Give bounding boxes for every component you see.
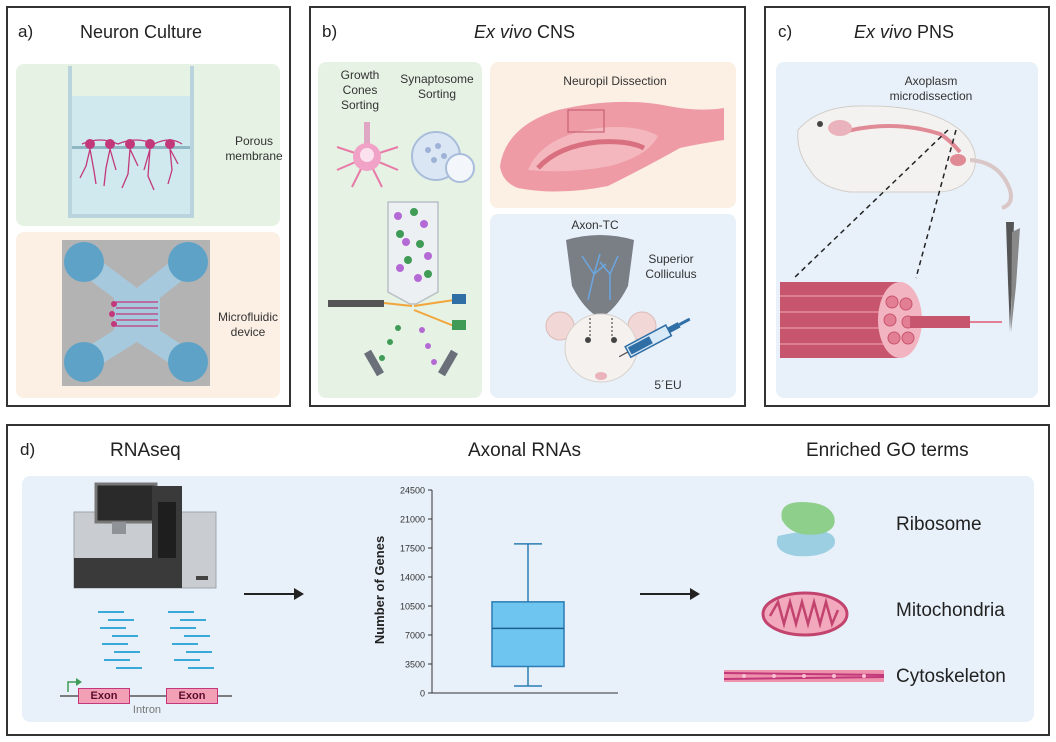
y-tick-label: 14000: [400, 573, 425, 583]
panel-a-title: Neuron Culture: [80, 22, 203, 42]
growth-cone-icon: [336, 122, 399, 188]
cytoskeleton-icon: [723, 670, 885, 682]
microfluidic-device-caption: Microfluidic device: [210, 310, 286, 340]
y-tick-label: 7000: [405, 631, 425, 641]
synaptosome-caption: Synaptosome Sorting: [396, 72, 478, 102]
panel-c-title: Ex vivo PNS: [854, 22, 954, 43]
panel-b-title-italic: Ex vivo: [474, 22, 533, 42]
cones-label: Cones: [342, 83, 378, 97]
culture-insert-illustration: [68, 66, 194, 218]
nerve-fiber-illustration: [780, 282, 1002, 358]
synaptosome-icon: [411, 131, 475, 183]
reads-illustration: [98, 611, 214, 669]
axoplasm-caption: Axoplasm microdissection: [876, 74, 986, 104]
exon-box-1: Exon: [78, 688, 130, 704]
eu-caption: 5´EU: [654, 378, 682, 392]
syringe-icon: [618, 317, 691, 359]
porous-label: Porous: [234, 134, 274, 148]
panel-c-label: c): [778, 22, 793, 41]
panel-b-label: b): [322, 22, 338, 41]
superior-colliculus-caption: Superior Colliculus: [636, 252, 706, 282]
mouse-head-illustration: [545, 311, 657, 383]
microdissection-label: microdissection: [889, 89, 973, 103]
go-term-mitochondria: Mitochondria: [896, 600, 1005, 621]
sorting-label-1: Sorting: [340, 98, 380, 112]
rnaseq-title: RNAseq: [110, 440, 181, 461]
go-term-ribosome: Ribosome: [896, 514, 982, 535]
microfluidic-label: Microfluidic: [217, 310, 278, 324]
membrane-label: membrane: [225, 149, 283, 163]
y-axis-label: Number of Genes: [372, 536, 387, 644]
axoplasm-label: Axoplasm: [904, 74, 958, 88]
panel-b-title: Ex vivo CNS: [474, 22, 575, 43]
enriched-go-title: Enriched GO terms: [806, 440, 969, 461]
growth-cones-caption: Growth Cones Sorting: [330, 68, 390, 113]
synaptosome-label: Synaptosome: [400, 72, 474, 86]
nerve-illustration: [793, 129, 957, 279]
hippocampus-illustration: [500, 101, 724, 192]
go-term-cytoskeleton: Cytoskeleton: [896, 666, 1006, 687]
panel-b-title-rest: CNS: [537, 22, 576, 42]
axonal-rnas-title: Axonal RNAs: [468, 440, 581, 461]
microfluidic-device-illustration: [62, 240, 210, 386]
axon-tc-caption: Axon-TC: [571, 218, 619, 232]
intron-label: Intron: [132, 704, 162, 716]
exon-box-2: Exon: [166, 688, 218, 704]
panel-d-label: d): [20, 440, 36, 459]
axonal-rnas-boxplot: Number of Genes 0 3500 7000 10500 14000 17500…: [372, 486, 618, 699]
y-tick-label: 17500: [400, 544, 425, 554]
sorter-illustration: [328, 201, 466, 377]
y-tick-label: 21000: [400, 515, 425, 525]
mitochondria-icon: [761, 591, 849, 637]
forceps-icon: [1006, 222, 1020, 332]
ribosome-icon: [776, 502, 835, 557]
panel-c-title-italic: Ex vivo: [854, 22, 913, 42]
y-tick-label: 3500: [405, 660, 425, 670]
device-label: device: [230, 325, 266, 339]
panel-c-title-rest: PNS: [917, 22, 955, 42]
panel-a-label: a): [18, 22, 34, 41]
colliculus-label: Colliculus: [645, 267, 697, 281]
superior-colliculus-illustration: [566, 235, 634, 318]
growth-label: Growth: [340, 68, 380, 82]
porous-membrane-caption: Porous membrane: [224, 134, 284, 164]
y-tick-label: 0: [420, 689, 425, 699]
arrow-2: [640, 588, 700, 600]
sequencer-illustration: [73, 482, 217, 589]
superior-label: Superior: [648, 252, 694, 266]
sorting-label-2: Sorting: [417, 87, 457, 101]
rat-illustration: [797, 105, 1013, 210]
arrow-1: [244, 588, 304, 600]
iqr-box: [491, 601, 565, 668]
neuropil-dissection-caption: Neuropil Dissection: [563, 74, 667, 88]
y-tick-label: 10500: [400, 602, 425, 612]
y-tick-label: 24500: [400, 486, 425, 496]
